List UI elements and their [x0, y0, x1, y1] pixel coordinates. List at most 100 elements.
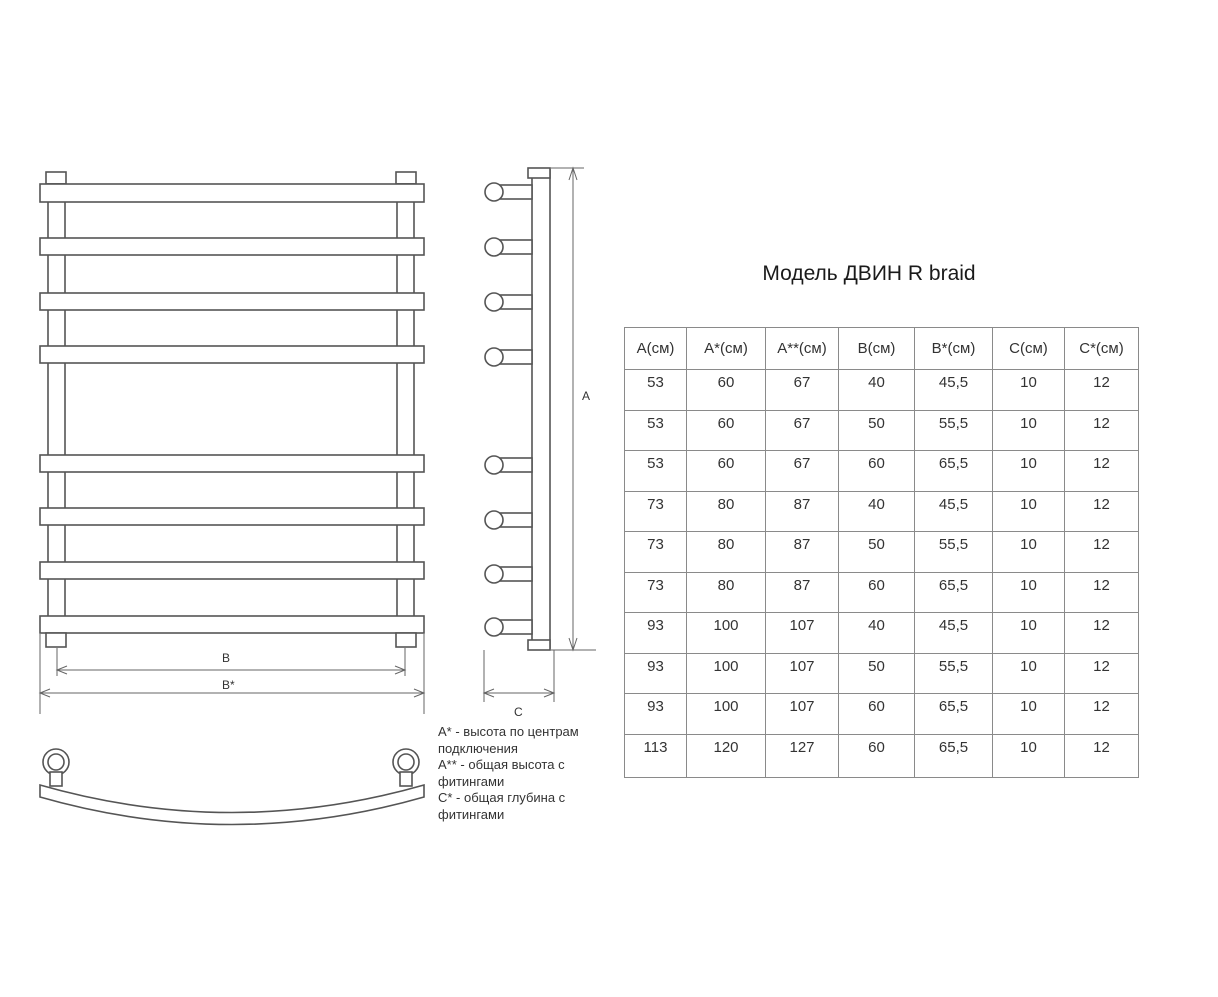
rail-8	[39, 615, 425, 634]
table-cell: 60	[686, 409, 766, 451]
rail-4	[39, 345, 425, 364]
table-cell: 40	[838, 369, 915, 411]
table-row: 113 120 127 60 65,5 10 12	[624, 733, 1139, 778]
table-cell: 107	[765, 652, 839, 694]
table-cell: 65,5	[914, 450, 993, 492]
table-cell: 53	[624, 450, 687, 492]
rail-profile-6	[484, 510, 533, 530]
table-cell: 12	[1064, 369, 1139, 411]
table-cell: 50	[838, 652, 915, 694]
table-cell: 67	[765, 409, 839, 451]
table-cell: 50	[838, 531, 915, 573]
table-cell: 40	[838, 490, 915, 532]
right-collar-inner	[397, 753, 415, 771]
table-row: 73 80 87 40 45,5 10 12	[624, 490, 1139, 532]
rail-1	[39, 183, 425, 203]
table-cell: 10	[992, 369, 1065, 411]
dimension-b-star-label: B*	[222, 678, 235, 692]
rail-profile-5	[484, 455, 533, 475]
table-cell: 60	[838, 571, 915, 613]
front-view: B B*	[38, 171, 426, 714]
table-cell: 53	[624, 409, 687, 451]
rail-profile-2	[484, 237, 533, 257]
header-c-star: C*(см)	[1064, 327, 1139, 370]
table-cell: 107	[765, 693, 839, 735]
table-cell: 65,5	[914, 733, 993, 778]
table-cell: 80	[686, 571, 766, 613]
table-cell: 100	[686, 693, 766, 735]
table-cell: 87	[765, 571, 839, 613]
rail-3	[39, 292, 425, 311]
top-right-fitting	[395, 171, 417, 185]
side-riser-bottom-cap	[527, 639, 551, 651]
rail-profile-4	[484, 347, 533, 367]
side-riser	[531, 169, 551, 649]
table-cell: 73	[624, 490, 687, 532]
table-cell: 50	[838, 409, 915, 451]
table-cell: 12	[1064, 652, 1139, 694]
bottom-left-fitting	[45, 632, 67, 648]
table-cell: 93	[624, 652, 687, 694]
table-header-row: A(см) A*(см) A**(см) B(см) B*(см) C(см) …	[624, 327, 1139, 370]
dimension-a-label: A	[582, 389, 590, 403]
table-cell: 10	[992, 490, 1065, 532]
dimension-b-label: B	[222, 651, 230, 665]
note-c-star: C* - общая глубина с фитингами	[438, 790, 566, 822]
table-cell: 93	[624, 693, 687, 735]
note-a-star: A* - высота по центрам подключения	[438, 724, 579, 756]
table-cell: 120	[686, 733, 766, 778]
table-cell: 60	[838, 693, 915, 735]
table-cell: 65,5	[914, 571, 993, 613]
header-c: C(см)	[992, 327, 1065, 370]
table-cell: 40	[838, 612, 915, 654]
table-cell: 10	[992, 450, 1065, 492]
side-view: A C	[482, 166, 596, 719]
rail-7	[39, 561, 425, 580]
side-riser-top-cap	[527, 167, 551, 179]
rail-5	[39, 454, 425, 473]
table-cell: 93	[624, 612, 687, 654]
table-cell: 45,5	[914, 612, 993, 654]
right-collar-stem	[399, 771, 413, 787]
table-cell: 55,5	[914, 531, 993, 573]
table-row: 93 100 107 40 45,5 10 12	[624, 612, 1139, 654]
table-cell: 65,5	[914, 693, 993, 735]
table-cell: 60	[838, 450, 915, 492]
rail-profile-7	[484, 564, 533, 584]
table-cell: 80	[686, 490, 766, 532]
top-view	[39, 748, 425, 826]
table-cell: 53	[624, 369, 687, 411]
dimension-c-label: C	[514, 705, 523, 719]
left-collar-inner	[47, 753, 65, 771]
table-cell: 67	[765, 369, 839, 411]
table-cell: 12	[1064, 733, 1139, 778]
table-cell: 10	[992, 571, 1065, 613]
table-cell: 10	[992, 693, 1065, 735]
table-row: 53 60 67 60 65,5 10 12	[624, 450, 1139, 492]
rail-6	[39, 507, 425, 526]
table-cell: 127	[765, 733, 839, 778]
table-cell: 45,5	[914, 369, 993, 411]
rail-profile-3	[484, 292, 533, 312]
notes-legend: A* - высота по центрам подключения A** -…	[438, 724, 618, 823]
table-cell: 113	[624, 733, 687, 778]
rail-profile-8	[484, 617, 533, 637]
table-cell: 60	[686, 369, 766, 411]
table-cell: 12	[1064, 693, 1139, 735]
table-row: 73 80 87 60 65,5 10 12	[624, 571, 1139, 613]
table-row: 53 60 67 50 55,5 10 12	[624, 409, 1139, 451]
note-a-double-star: A** - общая высота с фитингами	[438, 757, 565, 789]
table-cell: 100	[686, 612, 766, 654]
table-cell: 10	[992, 409, 1065, 451]
model-title: Модель ДВИН R braid	[762, 262, 976, 285]
table-cell: 67	[765, 450, 839, 492]
table-row: 93 100 107 50 55,5 10 12	[624, 652, 1139, 694]
dimensions-table: A(см) A*(см) A**(см) B(см) B*(см) C(см) …	[624, 327, 1139, 778]
left-collar-stem	[49, 771, 63, 787]
table-cell: 10	[992, 733, 1065, 778]
top-left-fitting	[45, 171, 67, 185]
table-cell: 80	[686, 531, 766, 573]
table-cell: 12	[1064, 531, 1139, 573]
table-row: 93 100 107 60 65,5 10 12	[624, 693, 1139, 735]
